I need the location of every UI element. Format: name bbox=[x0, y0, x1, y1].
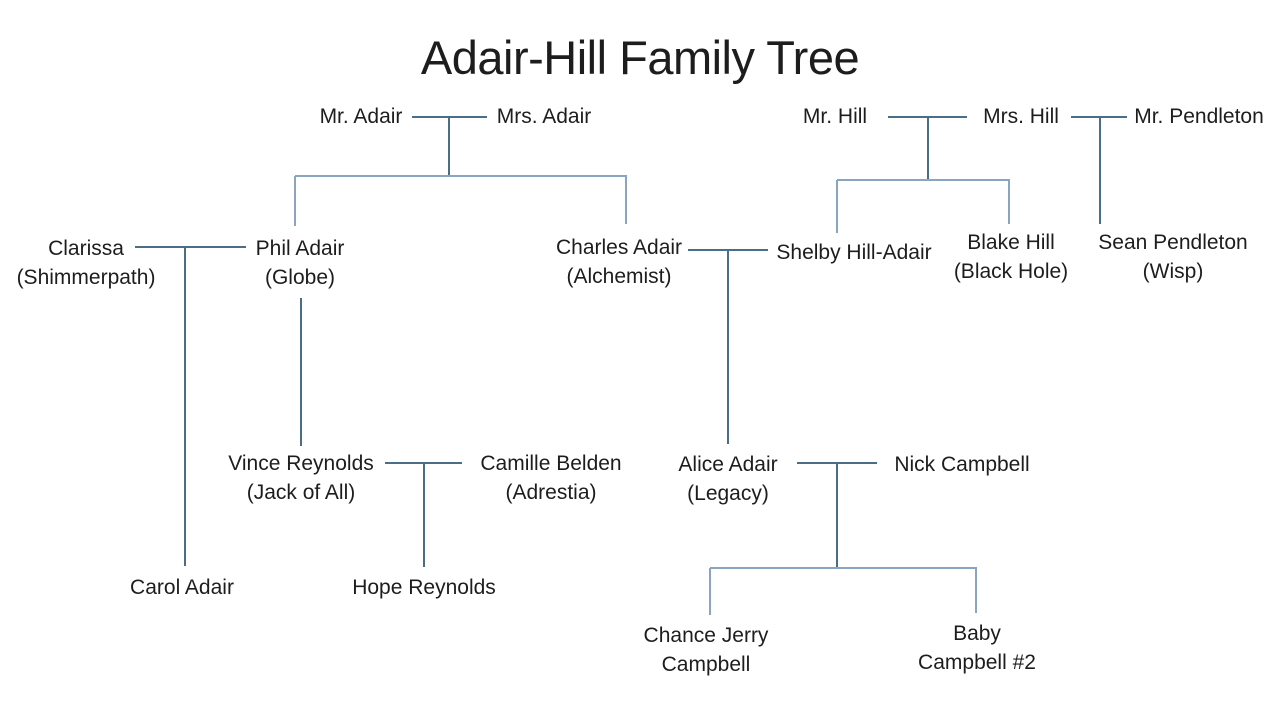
diagram-title: Adair-Hill Family Tree bbox=[420, 31, 860, 84]
connector-phil-drop-vince bbox=[300, 298, 302, 446]
person-nickname: Campbell bbox=[661, 653, 751, 676]
person-mr-adair: Mr. Adair bbox=[320, 102, 403, 131]
connector-clarissa-phil bbox=[135, 246, 246, 248]
person-name: Charles Adair bbox=[555, 236, 683, 259]
person-name: Nick Campbell bbox=[894, 453, 1030, 476]
person-hope-reynolds: Hope Reynolds bbox=[352, 573, 496, 602]
person-name: Mrs. Adair bbox=[496, 105, 592, 128]
person-charles-adair: Charles Adair (Alchemist) bbox=[556, 233, 682, 291]
person-name: Blake Hill bbox=[967, 231, 1055, 254]
connector-drop-hope bbox=[423, 463, 425, 567]
person-nickname: (Globe) bbox=[264, 266, 336, 289]
bracket-campbell-drop-baby bbox=[975, 568, 977, 613]
person-nickname: (Adrestia) bbox=[505, 481, 597, 504]
person-name: Carol Adair bbox=[130, 576, 234, 599]
person-name: Mr. Adair bbox=[319, 105, 403, 128]
person-name: Clarissa bbox=[48, 237, 124, 260]
person-name: Sean Pendleton bbox=[1098, 231, 1248, 254]
bracket-hill-drop-blake bbox=[1008, 180, 1010, 224]
person-name: Camille Belden bbox=[480, 452, 622, 475]
person-name: Alice Adair bbox=[678, 453, 778, 476]
bracket-campbell-drop-chance bbox=[709, 568, 711, 615]
person-nickname: (Black Hole) bbox=[953, 260, 1069, 283]
person-name: Vince Reynolds bbox=[228, 452, 374, 475]
bracket-hill-drop-shelby bbox=[836, 180, 838, 233]
person-name: Mrs. Hill bbox=[983, 105, 1059, 128]
person-mr-hill: Mr. Hill bbox=[803, 102, 867, 131]
person-name: Chance Jerry bbox=[643, 624, 769, 647]
person-sean-pendleton: Sean Pendleton (Wisp) bbox=[1098, 228, 1247, 286]
person-nickname: (Legacy) bbox=[687, 482, 769, 505]
connector-hill-marriage-stem bbox=[927, 117, 929, 181]
connector-adair-marriage-stem bbox=[448, 117, 450, 177]
person-nickname: (Jack of All) bbox=[246, 481, 356, 504]
person-nickname: (Shimmerpath) bbox=[16, 266, 156, 289]
bracket-adair-children bbox=[295, 175, 627, 177]
person-carol-adair: Carol Adair bbox=[130, 573, 234, 602]
person-nickname: (Alchemist) bbox=[566, 265, 672, 288]
bracket-campbell-children bbox=[710, 567, 977, 569]
person-blake-hill: Blake Hill (Black Hole) bbox=[954, 228, 1068, 286]
bracket-adair-drop-phil bbox=[294, 176, 296, 226]
person-nick-campbell: Nick Campbell bbox=[894, 450, 1029, 479]
connector-pendleton-drop-sean bbox=[1099, 117, 1101, 224]
person-camille-belden: Camille Belden (Adrestia) bbox=[480, 449, 621, 507]
person-alice-adair: Alice Adair (Legacy) bbox=[678, 450, 777, 508]
connector-drop-carol bbox=[184, 247, 186, 566]
person-mrs-hill: Mrs. Hill bbox=[983, 102, 1059, 131]
person-name: Shelby Hill-Adair bbox=[776, 241, 932, 264]
person-mr-pendleton: Mr. Pendleton bbox=[1134, 102, 1264, 131]
connector-drop-alice bbox=[727, 250, 729, 444]
person-nickname: Campbell #2 bbox=[918, 651, 1036, 674]
person-nickname: (Wisp) bbox=[1142, 260, 1204, 283]
person-shelby-hill-adair: Shelby Hill-Adair bbox=[776, 238, 931, 267]
person-name: Baby bbox=[953, 622, 1001, 645]
bracket-adair-drop-charles bbox=[625, 176, 627, 224]
person-name: Mr. Hill bbox=[802, 105, 868, 128]
connector-alice-nick-stem bbox=[836, 463, 838, 569]
person-name: Hope Reynolds bbox=[352, 576, 496, 599]
bracket-hill-children bbox=[837, 179, 1010, 181]
person-name: Mr. Pendleton bbox=[1134, 105, 1264, 128]
person-mrs-adair: Mrs. Adair bbox=[497, 102, 592, 131]
person-vince-reynolds: Vince Reynolds (Jack of All) bbox=[228, 449, 374, 507]
person-name: Phil Adair bbox=[255, 237, 345, 260]
person-clarissa: Clarissa (Shimmerpath) bbox=[17, 234, 156, 292]
person-phil-adair: Phil Adair (Globe) bbox=[256, 234, 345, 292]
